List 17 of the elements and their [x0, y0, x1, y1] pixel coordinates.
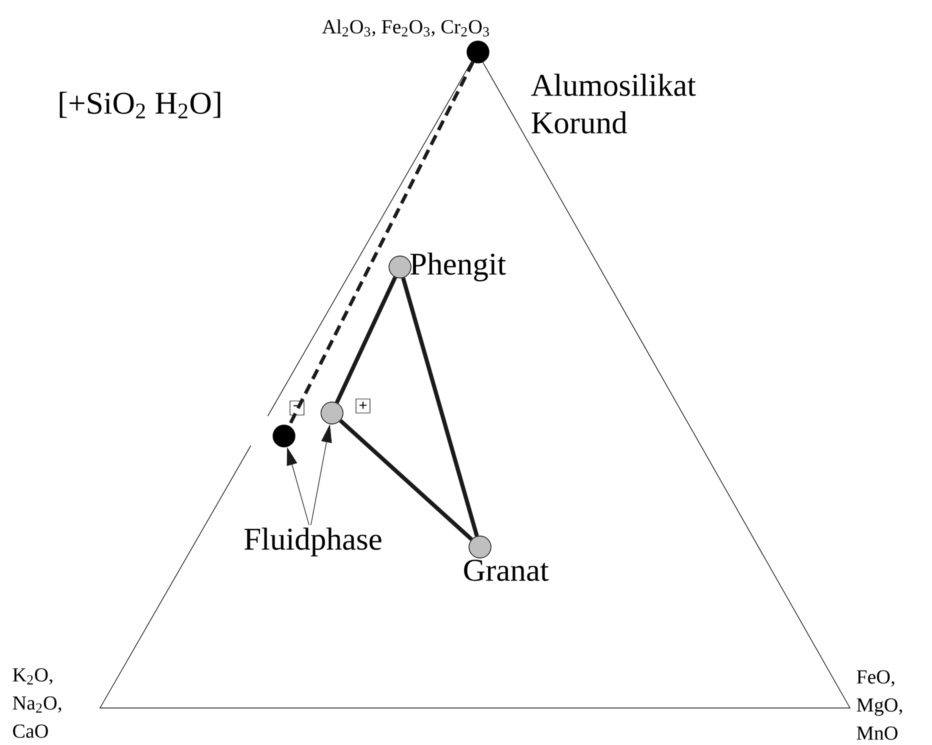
vertex-label: K$_{2}$O, Na$_{2}$O, CaO — [12, 668, 62, 738]
node-label: Phengit — [410, 252, 506, 282]
vertex-label: Al$_{2}$O$_{3}$, Fe$_{2}$O$_{3}$, Cr$_{2}$O$_{3}$ — [322, 20, 489, 36]
composition-point: Alumosilikat Korund — [466, 40, 696, 134]
text-label: Fluidphase — [244, 528, 382, 556]
node-label: Alumosilikat Korund — [531, 74, 696, 134]
mineral-point: Granat — [464, 536, 549, 582]
tie-line — [334, 276, 398, 404]
tie-line — [401, 277, 479, 537]
mineral-point: Phengit — [388, 252, 506, 282]
node-label: Granat — [464, 560, 549, 582]
vertex-label: FeO, MgO, MnO — [856, 670, 902, 740]
component-note: [+SiO$_{2}$ H$_{2}$O] — [60, 92, 220, 118]
sign-box: + — [356, 398, 370, 414]
fluid-point — [320, 402, 344, 424]
tie-line — [339, 419, 473, 541]
fluid-point — [272, 424, 296, 448]
